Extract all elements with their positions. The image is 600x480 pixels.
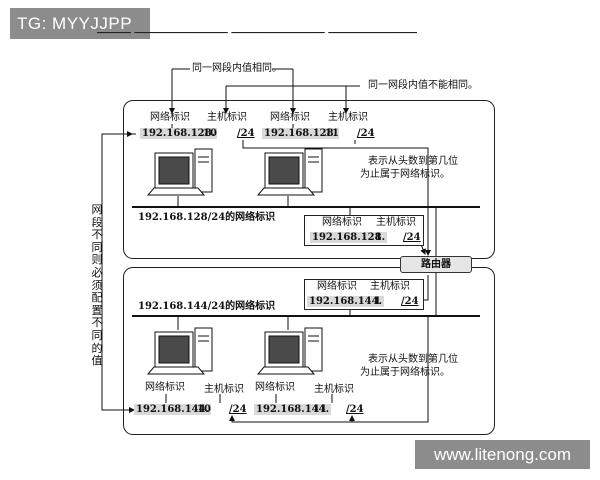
iface-a-host-label: 主机标识 [376,217,416,228]
net-id-b2: 192.168.144. [254,404,332,415]
host-id-b2: 11 [313,404,327,415]
net-label-b2: 网络标识 [255,382,295,393]
prefix-note-b-line1: 表示从头数到第几位 [368,354,458,365]
iface-b-host-id: 1 [374,296,381,307]
prefix-a1: /24 [237,128,255,139]
host-id-b1: 10 [197,404,211,415]
computer-a2 [256,148,323,196]
host-id-a1: 10 [203,128,217,139]
iface-b-host-label: 主机标识 [370,281,410,292]
watermark-top-left: TG: MYYJJPP [10,8,150,39]
iface-a-prefix: /24 [403,232,421,243]
different-value-note: 同一网段内值不能相同。 [368,80,478,91]
net-label-a1: 网络标识 [150,112,190,123]
iface-a-net-id: 192.168.128. [310,232,388,243]
iface-b-net-label: 网络标识 [317,281,357,292]
network-a-name: 192.168.128/24的网络标识 [138,212,276,223]
prefix-b2: /24 [346,404,364,415]
iface-b-prefix: /24 [401,296,419,307]
computer-b2 [256,327,323,375]
network-b-box [123,267,495,435]
cropped-text-line: ▀▀▀▀ ▀▀▀▀▀▀▀▀▀▀▀ ▀▀▀▀▀▀▀▀▀▀▀ ▀▀▀▀▀▀▀▀▀▀▀ [97,32,417,40]
iface-a-host-id: 1 [375,232,382,243]
host-label-a1: 主机标识 [207,112,247,123]
host-id-a2: 11 [325,128,339,139]
computer-b1 [146,327,213,375]
host-label-b2: 主机标识 [314,384,354,395]
watermark-bottom-right: www.litenong.com [415,440,590,469]
prefix-b1: /24 [229,404,247,415]
iface-b-net-id: 192.168.144. [307,296,385,307]
net-label-b1: 网络标识 [145,382,185,393]
net-id-a2: 192.168.128. [262,128,340,139]
prefix-note-b-line2: 为止属于网络标识。 [360,367,450,378]
same-value-note: 同一网段内值相同。 [192,63,282,74]
prefix-note-a-line1: 表示从头数到第几位 [368,156,458,167]
prefix-note-a-line2: 为止属于网络标识。 [360,169,450,180]
router-device: 路由器 [400,256,472,273]
host-label-b1: 主机标识 [204,384,244,395]
network-b-name: 192.168.144/24的网络标识 [138,301,276,312]
side-note-vertical: 网段不同则必须配置不同的值 [91,203,103,368]
net-id-a1: 192.168.128. [140,128,218,139]
network-a-box [123,100,495,259]
iface-a-net-label: 网络标识 [322,217,362,228]
net-id-b1: 192.168.144. [134,404,212,415]
computer-a1 [146,148,213,196]
host-label-a2: 主机标识 [328,112,368,123]
prefix-a2: /24 [357,128,375,139]
net-label-a2: 网络标识 [270,112,310,123]
